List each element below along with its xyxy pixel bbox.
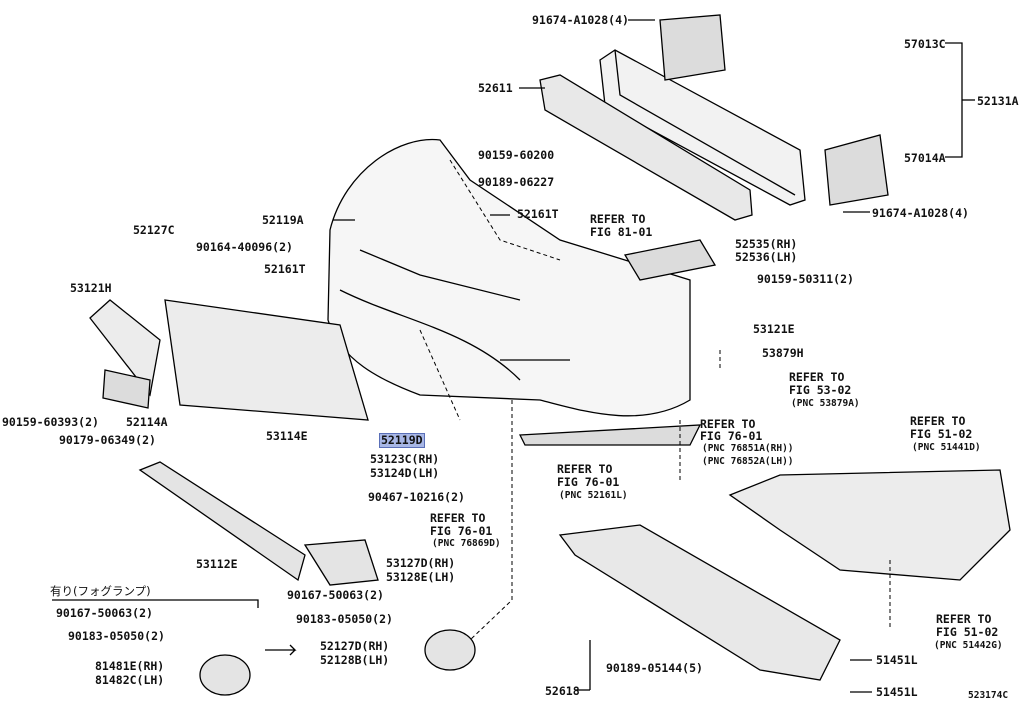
engine-under-cover (728, 469, 1011, 581)
bracket-57014a (824, 134, 889, 206)
label-52161t-a: 52161T (517, 207, 559, 221)
label-57014a: 57014A (904, 151, 946, 165)
label-52535-rh: 52535(RH) (735, 237, 798, 251)
refer-fig-51-02b-l1: REFER TO (936, 612, 992, 626)
label-53121e: 53121E (753, 322, 795, 336)
label-90164-40096: 90164-40096(2) (196, 240, 293, 254)
label-52127c: 52127C (133, 223, 175, 237)
label-91674-bot: 91674-A1028(4) (872, 206, 969, 220)
refer-fig-81-01-l1: REFER TO (590, 212, 646, 226)
label-90167-50063-a: 90167-50063(2) (56, 606, 153, 620)
label-90167-50063-b: 90167-50063(2) (287, 588, 384, 602)
label-53112e: 53112E (196, 557, 238, 571)
fog-cover-53127d (303, 539, 379, 586)
label-81481e-rh: 81481E(RH) (95, 659, 165, 673)
under-cover-52618 (558, 524, 841, 681)
energy-absorber (539, 74, 753, 221)
refer-fig-51-02a-l1: REFER TO (910, 414, 966, 428)
label-52618: 52618 (545, 684, 580, 698)
label-57013c: 57013C (904, 37, 946, 51)
lower-grille-53112e (138, 461, 306, 582)
label-90189-06227: 90189-06227 (478, 175, 555, 189)
refer-fig-51-02b-l3: (PNC 51442G) (934, 640, 1003, 651)
refer-fig-76-01a-l4: (PNC 76852A(LH)) (702, 456, 794, 467)
label-91674-top: 91674-A1028(4) (532, 13, 629, 27)
label-90189-05144: 90189-05144(5) (606, 661, 703, 675)
label-90183-05050-a: 90183-05050(2) (68, 629, 165, 643)
refer-fig-76-01b-l2: FIG 76-01 (557, 475, 620, 489)
label-90159-60200: 90159-60200 (478, 148, 555, 162)
bumper-cover (327, 138, 691, 417)
label-52128b-lh: 52128B(LH) (320, 653, 390, 667)
refer-fig-76-01c-l1: REFER TO (430, 511, 486, 525)
refer-fig-76-01b-l3: (PNC 52161L) (559, 490, 628, 501)
label-90183-05050-b: 90183-05050(2) (296, 612, 393, 626)
refer-fig-51-02b-l2: FIG 51-02 (936, 625, 999, 639)
label-51451l-a: 51451L (876, 653, 918, 667)
label-81482c-lh: 81482C(LH) (95, 673, 165, 687)
label-53124d-lh: 53124D(LH) (370, 466, 440, 480)
label-90159-60393: 90159-60393(2) (2, 415, 99, 429)
label-52611: 52611 (478, 81, 513, 95)
refer-fig-76-01c-l2: FIG 76-01 (430, 524, 493, 538)
refer-fig-76-01a-l3: (PNC 76851A(RH)) (702, 443, 794, 454)
fog-bezel-52127d (424, 629, 476, 671)
label-52131a: 52131A (977, 94, 1019, 108)
label-90179-06349: 90179-06349(2) (59, 433, 156, 447)
label-53123c-rh: 53123C(RH) (370, 452, 440, 466)
label-52119d[interactable]: 52119D (379, 433, 425, 448)
molding-53121h (89, 299, 161, 397)
refer-fig-76-01b-l1: REFER TO (557, 462, 613, 476)
refer-fig-76-01c-l3: (PNC 76869D) (432, 538, 501, 549)
refer-fig-76-01a-l1: REFER TO (700, 417, 756, 431)
figure-code: 523174C (968, 690, 1009, 701)
fog-bezel-81481e (199, 654, 251, 696)
bracket-57013c (659, 14, 726, 81)
label-53128e-lh: 53128E(LH) (386, 570, 456, 584)
refer-fig-76-01a-l2: FIG 76-01 (700, 429, 763, 443)
label-53879h: 53879H (762, 346, 804, 360)
label-52127d-rh: 52127D(RH) (320, 639, 390, 653)
label-53127d-rh: 53127D(RH) (386, 556, 456, 570)
fog-lamp-note: 有り(フォグランプ) (50, 584, 151, 598)
label-52536-lh: 52536(LH) (735, 250, 798, 264)
label-90159-50311: 90159-50311(2) (757, 272, 854, 286)
label-52114a: 52114A (126, 415, 168, 429)
refer-fig-81-01-l2: FIG 81-01 (590, 225, 653, 239)
retainer-52161l (518, 424, 702, 446)
label-52119a: 52119A (262, 213, 304, 227)
license-bracket-52114a (102, 369, 151, 409)
label-53114e: 53114E (266, 429, 308, 443)
label-53121h: 53121H (70, 281, 112, 295)
side-bracket-52535 (623, 239, 717, 281)
label-51451l-b: 51451L (876, 685, 918, 699)
grille-53114e (164, 299, 369, 421)
refer-fig-53-02-l2: FIG 53-02 (789, 383, 852, 397)
label-90467-10216: 90467-10216(2) (368, 490, 465, 504)
refer-fig-51-02a-l2: FIG 51-02 (910, 427, 973, 441)
refer-fig-51-02a-l3: (PNC 51441D) (912, 442, 981, 453)
refer-fig-53-02-l1: REFER TO (789, 370, 845, 384)
refer-fig-53-02-l3: (PNC 53879A) (791, 398, 860, 409)
label-52161t-b: 52161T (264, 262, 306, 276)
